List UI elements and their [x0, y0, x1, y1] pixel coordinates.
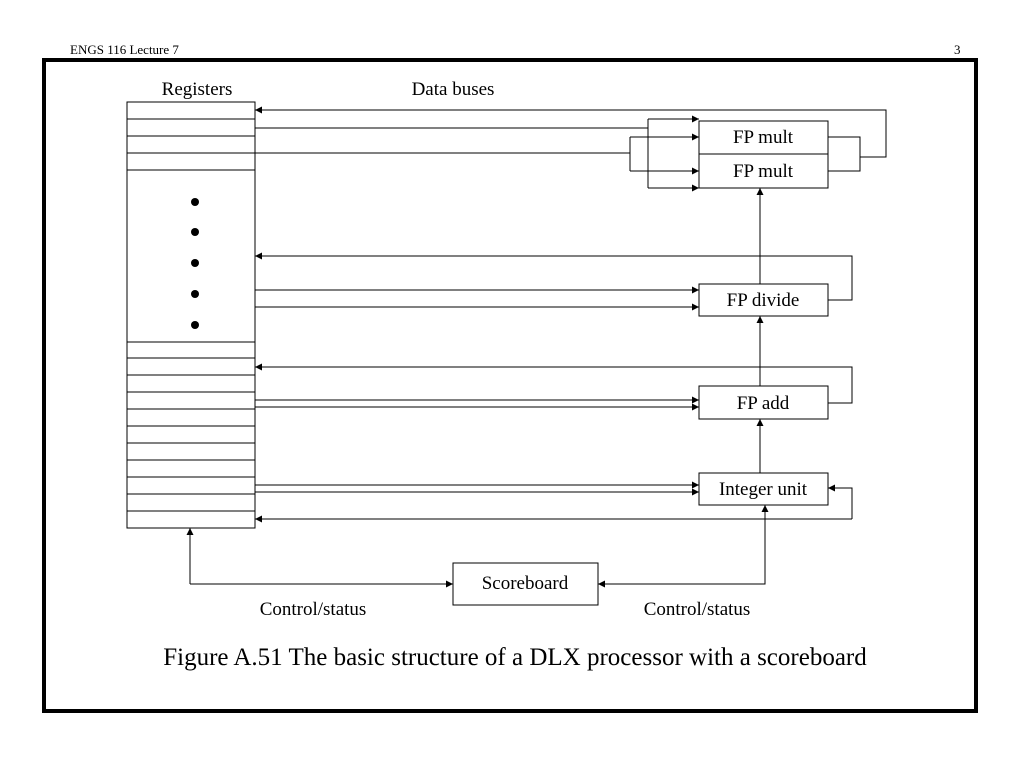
fp-mult-label-2: FP mult: [733, 161, 794, 182]
fp-divide-result-bus: [255, 252, 853, 301]
data-buses-label: Data buses: [412, 79, 495, 100]
scoreboard-label: Scoreboard: [482, 573, 569, 594]
slide-frame: [42, 58, 978, 713]
fp-mult-label-1: FP mult: [733, 127, 794, 148]
ellipsis-dots: [191, 198, 199, 329]
control-status-left-label: Control/status: [260, 599, 367, 620]
control-status-right-label: Control/status: [644, 599, 751, 620]
integer-unit: [698, 472, 829, 506]
fp-mult-unit-2: [698, 153, 829, 189]
scoreboard-box: [452, 562, 599, 606]
fp-add-result-bus: [255, 363, 853, 404]
page-number: 3: [954, 42, 961, 57]
figure-caption: Figure A.51 The basic structure of a DLX…: [163, 644, 867, 671]
fp-add-label: FP add: [737, 393, 790, 414]
lecture-header: ENGS 116 Lecture 7: [70, 42, 179, 57]
scoreboard-right-control-line: [598, 505, 769, 588]
fp-mult-2-result-link: [828, 157, 861, 172]
fp-divide-label: FP divide: [727, 290, 800, 311]
integer-unit-label: Integer unit: [719, 479, 808, 500]
register-file: [126, 101, 256, 529]
fp-mult-result-bus: [255, 106, 887, 158]
integer-feedback-link: [828, 484, 853, 519]
registers-label: Registers: [162, 79, 233, 100]
